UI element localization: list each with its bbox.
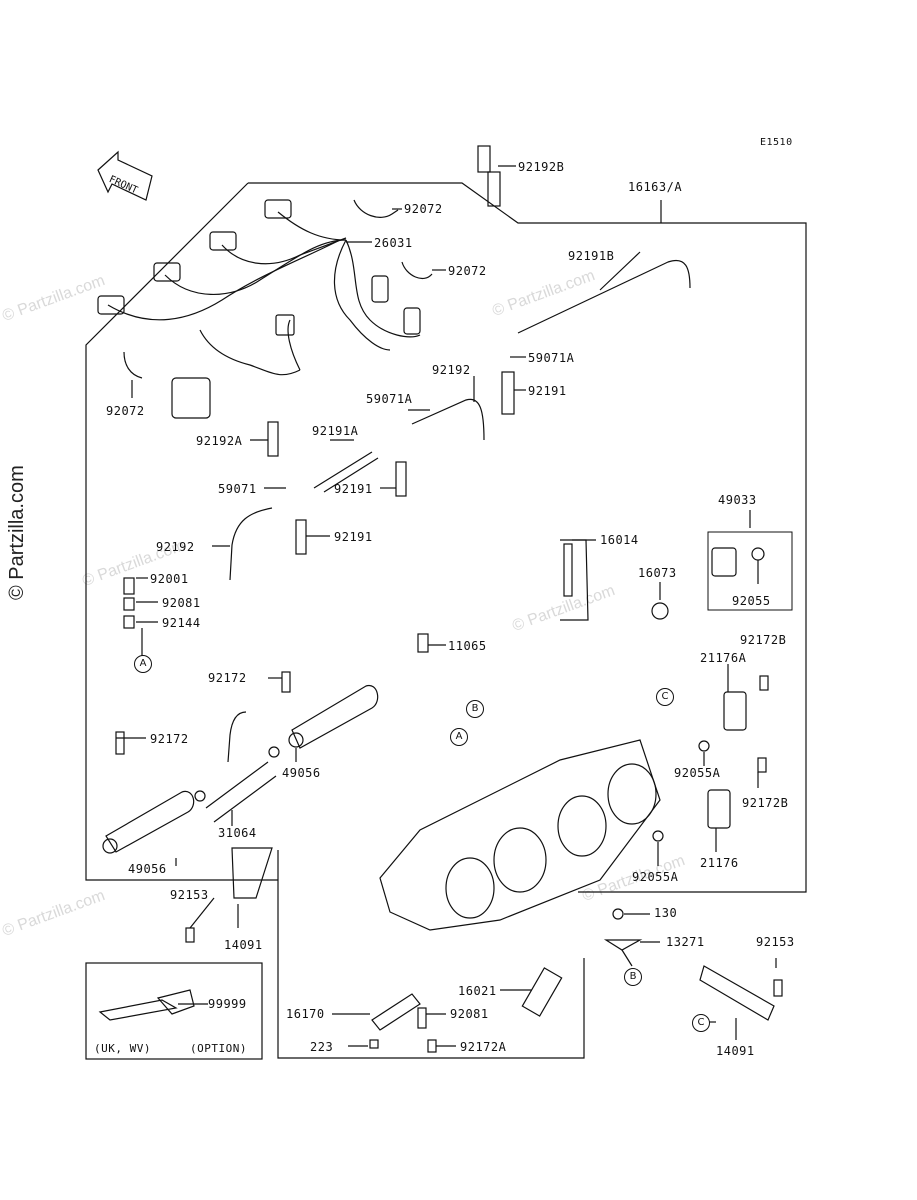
part-label[interactable]: 92072 [404, 202, 443, 216]
part-label[interactable]: 31064 [218, 826, 257, 840]
part-label[interactable]: 92072 [106, 404, 145, 418]
part-label[interactable]: 92172B [740, 633, 787, 647]
option-label: (OPTION) [190, 1042, 247, 1055]
part-label[interactable]: 92172 [150, 732, 189, 746]
option-region-label: (UK, WV) [94, 1042, 151, 1055]
part-label[interactable]: 92001 [150, 572, 189, 586]
part-label[interactable]: 14091 [716, 1044, 755, 1058]
part-label[interactable]: 21176A [700, 651, 747, 665]
part-label[interactable]: 92191 [528, 384, 567, 398]
part-label[interactable]: 92172B [742, 796, 789, 810]
callout-b: B [624, 968, 642, 986]
part-label[interactable]: 92191 [334, 482, 373, 496]
part-label[interactable]: 92153 [170, 888, 209, 902]
callout-a: A [450, 728, 468, 746]
part-label[interactable]: 92191B [568, 249, 615, 263]
part-label[interactable]: 223 [310, 1040, 334, 1054]
part-label[interactable]: 92081 [450, 1007, 489, 1021]
part-label[interactable]: 92192 [156, 540, 195, 554]
part-label[interactable]: 16170 [286, 1007, 325, 1021]
callout-c: C [692, 1014, 710, 1032]
part-label[interactable]: 92144 [162, 616, 201, 630]
part-label[interactable]: 99999 [208, 997, 247, 1011]
part-label[interactable]: 13271 [666, 935, 705, 949]
part-label[interactable]: 26031 [374, 236, 413, 250]
part-label[interactable]: 14091 [224, 938, 263, 952]
callout-a: A [134, 655, 152, 673]
part-label[interactable]: 59071A [528, 351, 575, 365]
part-label[interactable]: 92191 [334, 530, 373, 544]
part-label[interactable]: 92055A [674, 766, 721, 780]
part-label[interactable]: 16073 [638, 566, 677, 580]
part-label[interactable]: 16014 [600, 533, 639, 547]
part-label[interactable]: 92153 [756, 935, 795, 949]
part-label[interactable]: 92192A [196, 434, 243, 448]
part-label[interactable]: 130 [654, 906, 678, 920]
part-label[interactable]: 49056 [128, 862, 167, 876]
part-label[interactable]: 16163/A [628, 180, 683, 194]
part-label[interactable]: 92055A [632, 870, 679, 884]
part-label[interactable]: 92192 [432, 363, 471, 377]
part-label[interactable]: 92072 [448, 264, 487, 278]
diagram-code: E1510 [760, 137, 793, 148]
part-label[interactable]: 92191A [312, 424, 359, 438]
part-label[interactable]: 92081 [162, 596, 201, 610]
part-label[interactable]: 11065 [448, 639, 487, 653]
part-label[interactable]: 92192B [518, 160, 565, 174]
callout-b: B [466, 700, 484, 718]
part-label[interactable]: 21176 [700, 856, 739, 870]
part-label[interactable]: 92055 [732, 594, 771, 608]
part-label[interactable]: 49033 [718, 493, 757, 507]
part-label[interactable]: 59071A [366, 392, 413, 406]
part-label[interactable]: 92172 [208, 671, 247, 685]
callout-c: C [656, 688, 674, 706]
part-label[interactable]: 92172A [460, 1040, 507, 1054]
part-label[interactable]: 49056 [282, 766, 321, 780]
part-label[interactable]: 59071 [218, 482, 257, 496]
part-label[interactable]: 16021 [458, 984, 497, 998]
